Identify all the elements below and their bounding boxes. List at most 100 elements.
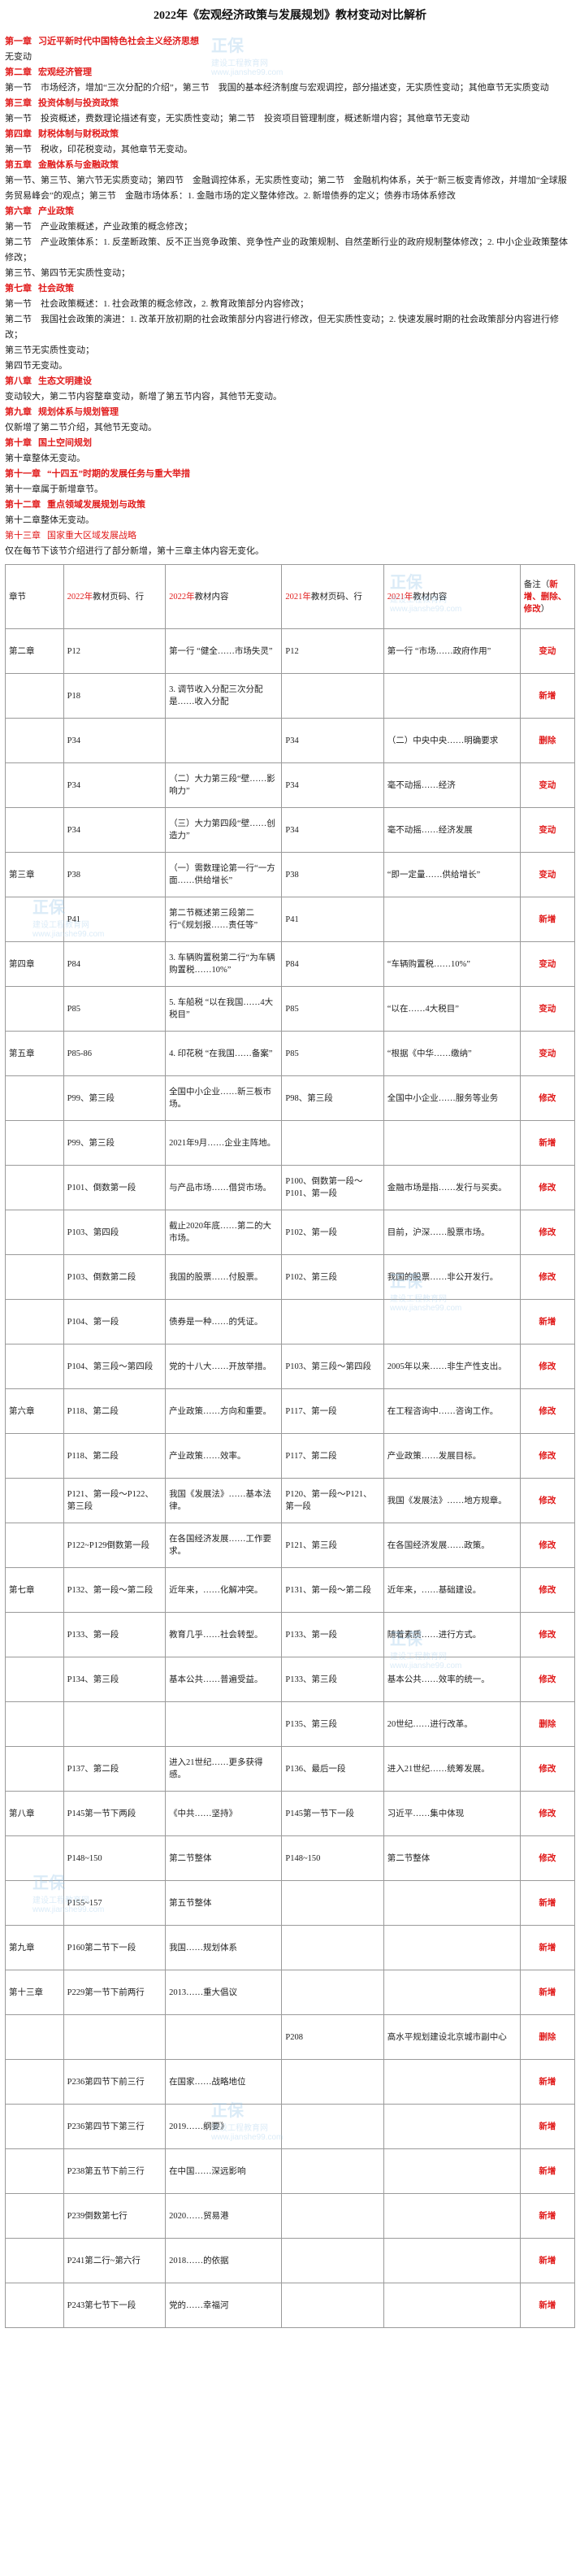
cell-content-2021: 近年来，……基础建设。 bbox=[383, 1567, 521, 1613]
chapter-title: 投资体制与投资政策 bbox=[38, 98, 119, 108]
chapter-number: 第九章 bbox=[5, 407, 32, 417]
cell-page-2021 bbox=[281, 2238, 384, 2283]
cell-page-2022: P148~150 bbox=[63, 1835, 167, 1881]
cell-page-2021: P136、最后一段 bbox=[281, 1746, 384, 1792]
cell-page-2021: P34 bbox=[281, 762, 384, 808]
cell-page-2022: P12 bbox=[63, 628, 167, 674]
chapter-title: 生态文明建设 bbox=[38, 376, 92, 386]
cell-content-2021: “根据《中华……缴纳” bbox=[383, 1031, 521, 1076]
page: 2022年《宏观经济政策与发展规划》教材变动对比解析 第一章习近平新时代中国特色… bbox=[5, 10, 576, 2328]
summary-text-line: 第二节 我国社会政策的演进：1. 改革开放初期的社会政策部分内容进行修改，但无实… bbox=[5, 312, 575, 343]
cell-page-2022: P18 bbox=[63, 673, 167, 719]
summary-text-line: 第二节 产业政策体系：1. 反垄断政策、反不正当竞争政策、竞争性产业的政策规制、… bbox=[5, 235, 575, 266]
table-row: P122~P129倒数第一段在各国经济发展……工作要求。P121、第三段在各国经… bbox=[5, 1523, 576, 1568]
cell-content-2022 bbox=[165, 1701, 283, 1747]
cell-status: 新增 bbox=[519, 2104, 576, 2149]
summary-text-line: 第一节、第三节、第六节无实质变动；第四节 金融调控体系，无实质性变动；第二节 金… bbox=[5, 173, 575, 204]
cell-content-2021 bbox=[383, 2148, 521, 2194]
cell-content-2022: 党的十八大……开放举措。 bbox=[165, 1344, 283, 1389]
cell-chapter bbox=[5, 807, 64, 853]
cell-chapter: 第十三章 bbox=[5, 1970, 64, 2015]
table-row: P103、第四段截止2020年底……第二的大市场。P102、第一段目前，沪深……… bbox=[5, 1210, 576, 1255]
cell-page-2021: P100、倒数第一段～P101、第一段 bbox=[281, 1165, 384, 1210]
cell-chapter bbox=[5, 2193, 64, 2239]
cell-status: 变动 bbox=[519, 986, 576, 1032]
summary-text-line: 仅在每节下该节介绍进行了部分新增，第十三章主体内容无变化。 bbox=[5, 544, 575, 559]
cell-chapter bbox=[5, 1612, 64, 1657]
cell-content-2022: 在国家……战略地位 bbox=[165, 2059, 283, 2105]
cell-page-2022: P85-86 bbox=[63, 1031, 167, 1076]
summary-text: 第一节 产业政策概述，产业政策的概念修改； bbox=[5, 222, 193, 232]
cell-page-2022: P103、倒数第二段 bbox=[63, 1254, 167, 1300]
summary-text: 第十一章属于新增章节。 bbox=[5, 484, 103, 494]
cell-status: 变动 bbox=[519, 628, 576, 674]
cell-status: 删除 bbox=[519, 1701, 576, 1747]
cell-content-2021: 在工程咨询中……咨询工作。 bbox=[383, 1388, 521, 1434]
chapter-number: 第一章 bbox=[5, 37, 32, 46]
cell-page-2021: P117、第一段 bbox=[281, 1388, 384, 1434]
cell-page-2022: P104、第一段 bbox=[63, 1299, 167, 1344]
summary-text-line: 变动较大，第二节内容整章变动，新增了第五节内容，其他节无变动。 bbox=[5, 389, 575, 405]
cell-chapter bbox=[5, 1120, 64, 1166]
cell-content-2021: “以在……4大税目” bbox=[383, 986, 521, 1032]
cell-content-2021 bbox=[383, 1880, 521, 1926]
cell-content-2022: 截止2020年底……第二的大市场。 bbox=[165, 1210, 283, 1255]
cell-chapter bbox=[5, 1657, 64, 1702]
cell-content-2021 bbox=[383, 673, 521, 719]
cell-page-2022: P99、第三段 bbox=[63, 1075, 167, 1121]
table-row: P238第五节下前三行在中国……深远影响新增 bbox=[5, 2148, 576, 2194]
cell-content-2021 bbox=[383, 1970, 521, 2015]
header-page-2022: 2022年教材页码、行 bbox=[63, 564, 167, 629]
cell-chapter bbox=[5, 1835, 64, 1881]
cell-page-2022: P160第二节下一段 bbox=[63, 1925, 167, 1970]
cell-status: 新增 bbox=[519, 1120, 576, 1166]
cell-page-2022: P34 bbox=[63, 807, 167, 853]
cell-status: 修改 bbox=[519, 1344, 576, 1389]
cell-content-2022: （三）大力第四段“壁……创造力” bbox=[165, 807, 283, 853]
cell-content-2021: 高水平规划建设北京城市副中心 bbox=[383, 2014, 521, 2060]
cell-status: 删除 bbox=[519, 2014, 576, 2060]
cell-chapter bbox=[5, 1254, 64, 1300]
cell-status: 新增 bbox=[519, 2283, 576, 2328]
table-row: P118、第二段产业政策……效率。P117、第二段产业政策……发展目标。修改 bbox=[5, 1433, 576, 1479]
cell-chapter bbox=[5, 2238, 64, 2283]
chapter-heading-line: 第八章生态文明建设 bbox=[5, 374, 575, 389]
cell-content-2022: 2021年9月……企业主阵地。 bbox=[165, 1120, 283, 1166]
cell-page-2021: P135、第三段 bbox=[281, 1701, 384, 1747]
cell-page-2022 bbox=[63, 1701, 167, 1747]
cell-page-2021: P103、第三段～第四段 bbox=[281, 1344, 384, 1389]
cell-page-2022: P101、倒数第一段 bbox=[63, 1165, 167, 1210]
header-note: 备注（新增、删除、修改） bbox=[519, 564, 576, 629]
cell-page-2022: P238第五节下前三行 bbox=[63, 2148, 167, 2194]
cell-content-2022: 2013……重大倡议 bbox=[165, 1970, 283, 2015]
cell-status: 修改 bbox=[519, 1433, 576, 1479]
cell-page-2021 bbox=[281, 2148, 384, 2194]
chapter-heading-line: 第六章产业政策 bbox=[5, 204, 575, 219]
cell-content-2022 bbox=[165, 2014, 283, 2060]
cell-content-2021 bbox=[383, 2104, 521, 2149]
chapter-number: 第二章 bbox=[5, 67, 32, 77]
cell-content-2021 bbox=[383, 2193, 521, 2239]
chapter-number: 第三章 bbox=[5, 98, 32, 108]
table-row: P121、第一段～P122、第三段我国《发展法》……基本法律。P120、第一段～… bbox=[5, 1478, 576, 1523]
summary-text-line: 第三节无实质性变动； bbox=[5, 343, 575, 358]
cell-chapter bbox=[5, 673, 64, 719]
chapter-number: 第六章 bbox=[5, 206, 32, 216]
cell-chapter: 第七章 bbox=[5, 1567, 64, 1613]
cell-chapter bbox=[5, 762, 64, 808]
chapter-title: 国家重大区域发展战略 bbox=[47, 531, 136, 541]
cell-chapter bbox=[5, 1165, 64, 1210]
cell-chapter: 第五章 bbox=[5, 1031, 64, 1076]
chapter-title: 社会政策 bbox=[38, 284, 74, 293]
cell-chapter bbox=[5, 1478, 64, 1523]
cell-content-2021: 在各国经济发展……政策。 bbox=[383, 1523, 521, 1568]
cell-status: 修改 bbox=[519, 1254, 576, 1300]
chapter-number: 第四章 bbox=[5, 129, 32, 139]
summary-text-line: 仅新增了第二节介绍，其他节无变动。 bbox=[5, 420, 575, 436]
chapter-heading-line: 第七章社会政策 bbox=[5, 281, 575, 297]
